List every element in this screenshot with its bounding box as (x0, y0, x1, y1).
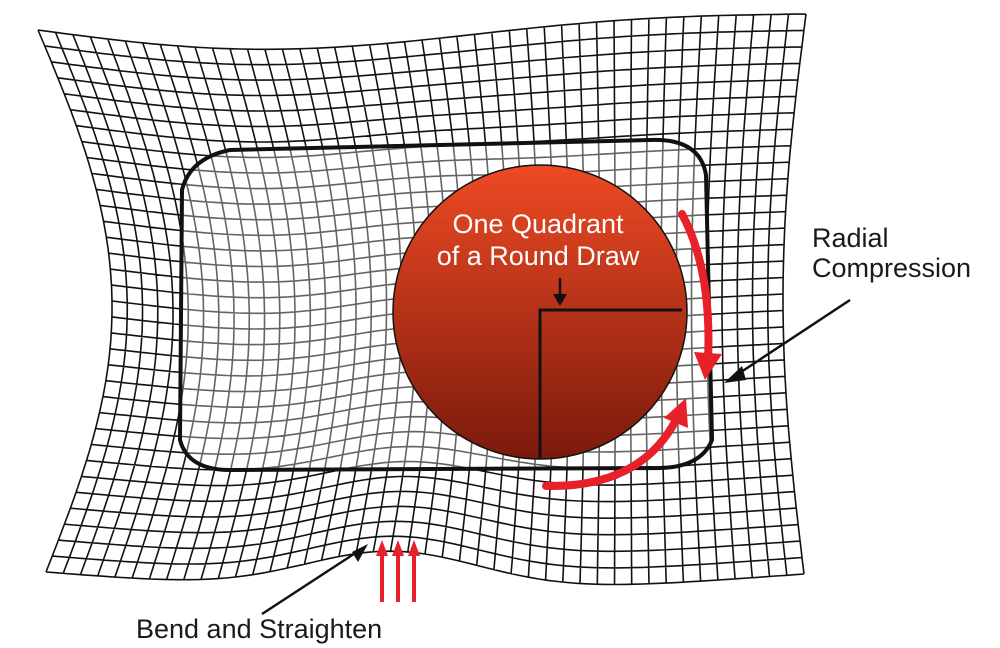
bend-straighten-label: Bend and Straighten (136, 614, 383, 644)
radial-leader-head (724, 366, 746, 383)
lower-compression-arrow (542, 416, 680, 491)
quadrant-pointer-head (553, 294, 567, 306)
radial-label-line1: Radial (812, 223, 889, 253)
bend-leader-head (352, 544, 368, 562)
annotation-marks (261, 210, 851, 616)
bend-arrowhead-3 (408, 540, 420, 556)
quadrant-label-line2: of a Round Draw (436, 241, 640, 271)
bend-arrowhead-1 (376, 540, 388, 556)
bend-arrowhead-2 (392, 540, 404, 556)
quadrant-label-line1: One Quadrant (452, 209, 624, 239)
upper-compression-arrowhead (694, 352, 722, 380)
quadrant-label: One Quadrant of a Round Draw (418, 208, 658, 272)
radial-leader-line (731, 298, 851, 380)
bend-leader-line (261, 548, 361, 616)
quadrant-lines (538, 308, 682, 458)
radial-label-line2: Compression (812, 253, 972, 283)
radial-compression-label: Radial Compression (812, 223, 971, 283)
upper-compression-arrow (678, 210, 713, 364)
lower-compression-arrowhead (664, 398, 688, 428)
